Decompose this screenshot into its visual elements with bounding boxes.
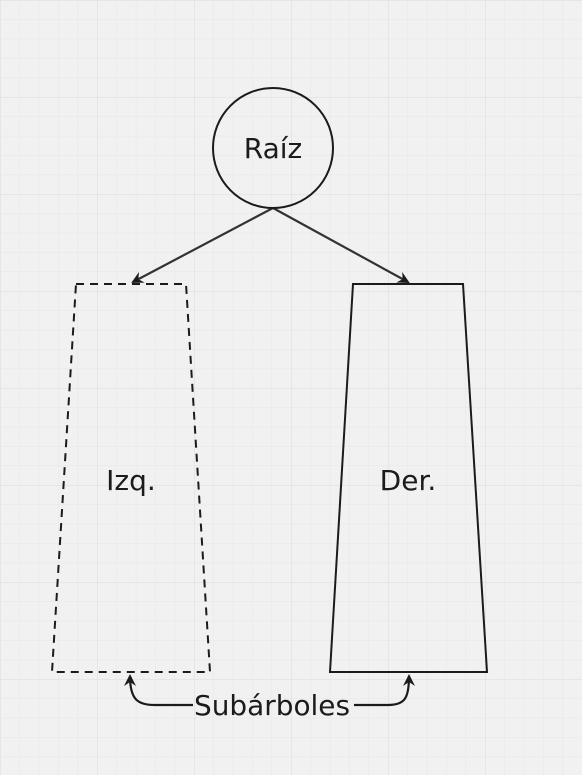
edge-root-to-left [131,207,274,283]
subtrees-arrow-left [124,674,193,707]
left-subtree-shape [50,283,212,673]
root-label: Raíz [244,132,302,165]
left-subtree-label: Izq. [106,464,156,497]
subtrees-caption: Subárboles [194,689,350,722]
right-subtree-shape [328,283,489,673]
root-node [212,87,334,209]
right-subtree-label: Der. [380,464,437,497]
edge-root-to-right [272,207,410,283]
subtrees-arrow-right [354,674,415,707]
